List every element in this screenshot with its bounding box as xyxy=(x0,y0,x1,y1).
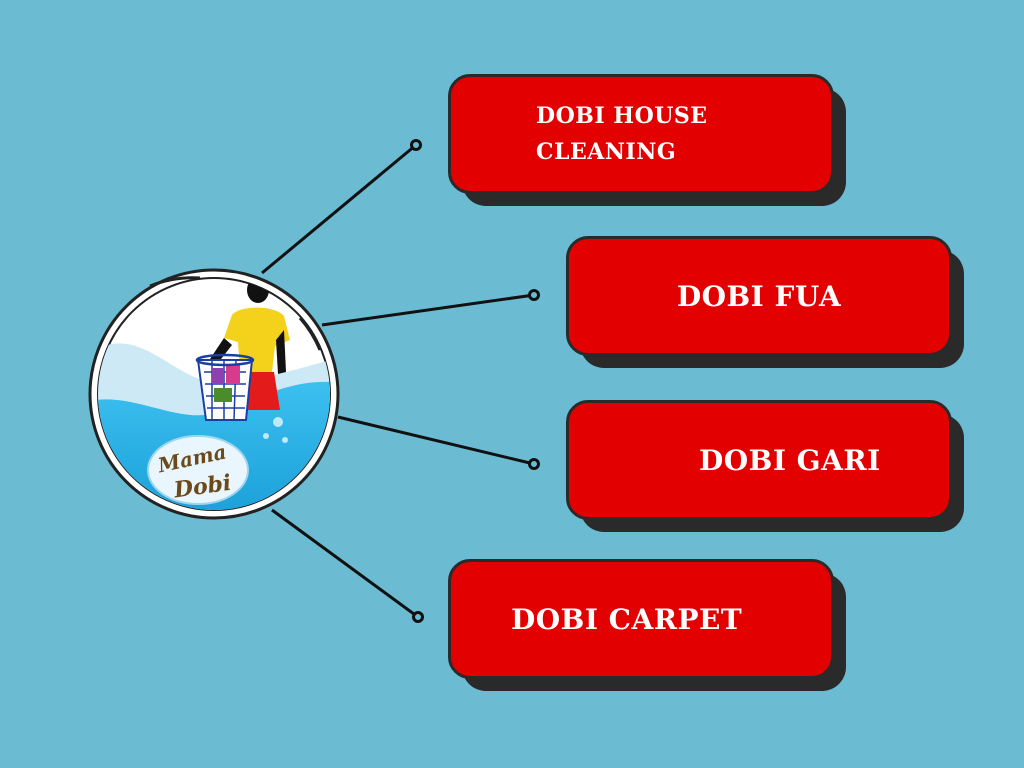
endpoint-fua xyxy=(528,289,540,301)
service-label-house-cleaning: DOBI HOUSE CLEANING xyxy=(536,103,708,165)
bubble-2 xyxy=(263,433,269,439)
logo-badge: Mama Dobi xyxy=(88,268,340,520)
figure-arm-right xyxy=(276,330,286,374)
connector-house xyxy=(261,143,417,275)
connector-gari xyxy=(337,415,535,466)
logo-ring-mark xyxy=(149,276,201,288)
endpoint-carpet xyxy=(412,611,424,623)
connector-carpet xyxy=(271,508,419,619)
logo-ring-mark-2 xyxy=(298,317,322,351)
bubble-1 xyxy=(273,417,283,427)
connector-endpoints xyxy=(410,139,540,623)
service-button-fua[interactable]: DOBI FUA xyxy=(566,236,952,356)
service-label-carpet: DOBI CARPET xyxy=(511,602,743,636)
endpoint-house xyxy=(410,139,422,151)
service-label-fua: DOBI FUA xyxy=(676,279,842,313)
laundry-basket-icon xyxy=(195,353,255,421)
service-label-gari: DOBI GARI xyxy=(699,443,881,477)
connector-lines xyxy=(261,143,535,619)
logo-text-bubble xyxy=(147,435,249,505)
service-button-carpet[interactable]: DOBI CARPET xyxy=(448,559,834,679)
connector-fua xyxy=(321,293,535,327)
bubble-3 xyxy=(282,437,288,443)
service-button-gari[interactable]: DOBI GARI xyxy=(566,400,952,520)
endpoint-gari xyxy=(528,458,540,470)
service-button-house-cleaning[interactable]: DOBI HOUSE CLEANING xyxy=(448,74,834,194)
